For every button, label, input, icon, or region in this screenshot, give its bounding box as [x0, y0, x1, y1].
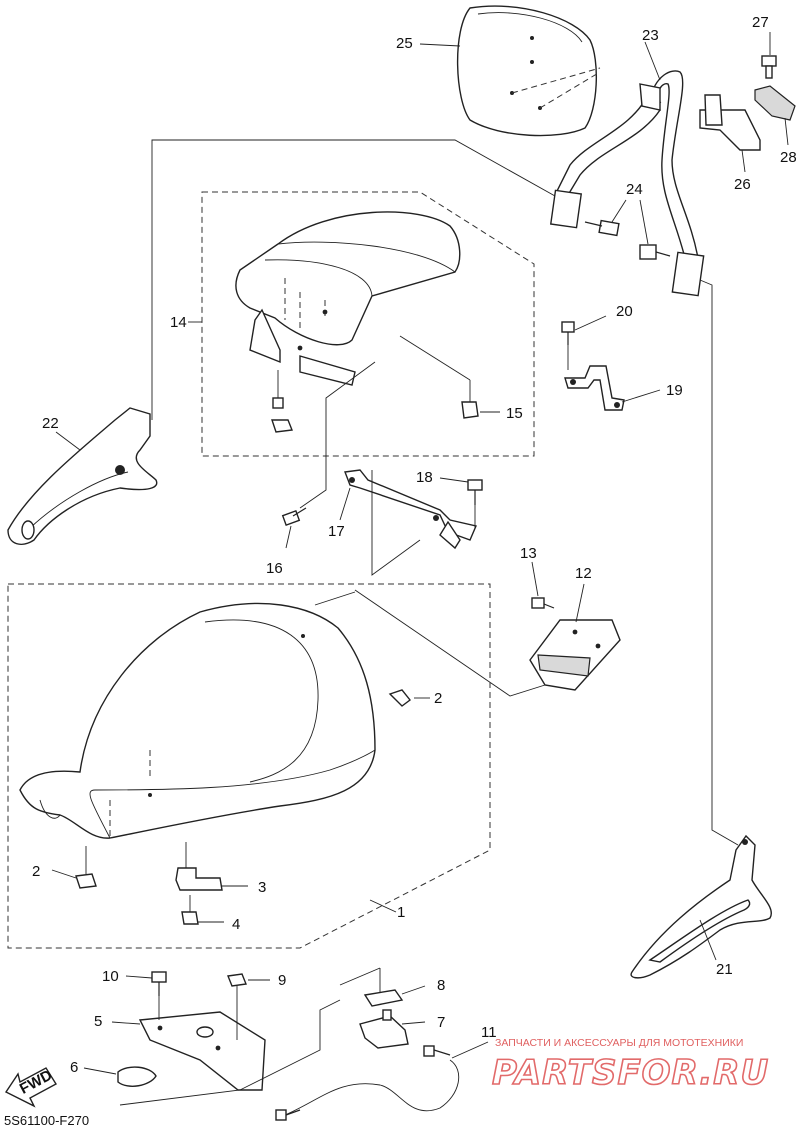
callout-19: 19 — [666, 382, 683, 399]
callout-24: 24 — [626, 181, 643, 198]
callout-leaders — [51, 315, 717, 1059]
callout-10: 10 — [102, 968, 119, 985]
callout-2-lower: 2 — [32, 863, 40, 880]
cable-11 — [275, 1045, 460, 1121]
callout-14: 14 — [170, 314, 187, 331]
bolt-24 — [584, 199, 671, 260]
callout-9: 9 — [278, 972, 286, 989]
rider-seat-hardware — [75, 689, 411, 925]
backrest-pad — [419, 5, 601, 137]
bolt-16 — [281, 361, 376, 526]
diagram-code: 5S61100-F270 — [4, 1113, 89, 1128]
lock-8 — [339, 967, 404, 1007]
lock-assembly-7 — [359, 1009, 409, 1049]
rider-seat-group-box — [7, 583, 491, 949]
callout-25: 25 — [396, 35, 413, 52]
callout-2-upper: 2 — [434, 690, 442, 707]
callout-26: 26 — [734, 176, 751, 193]
callout-1: 1 — [397, 904, 405, 921]
cover-6 — [83, 1066, 157, 1087]
watermark-tagline: ЗАПЧАСТИ И АКСЕССУАРЫ ДЛЯ МОТОТЕХНИКИ — [495, 1037, 743, 1049]
leader-rider-seat — [314, 591, 356, 606]
callout-12: 12 — [575, 565, 592, 582]
callout-23: 23 — [642, 27, 659, 44]
seat-plate-12 — [529, 619, 621, 691]
leader-frame-left — [151, 139, 556, 420]
callout-27: 27 — [752, 14, 769, 31]
callout-20: 20 — [616, 303, 633, 320]
bolt-18 — [467, 479, 483, 528]
leader-lower-hardware — [119, 999, 341, 1106]
callout-11: 11 — [481, 1024, 497, 1041]
leader-frame-right — [699, 279, 739, 846]
passenger-seat-group-box — [201, 191, 535, 457]
callout-labels: 1 2 2 3 4 5 6 7 8 9 10 11 12 13 14 15 16… — [32, 14, 797, 1076]
grab-bar-right — [630, 834, 772, 979]
callout-4: 4 — [232, 916, 240, 933]
watermark: ЗАПЧАСТИ И АКСЕССУАРЫ ДЛЯ МОТОТЕХНИКИ PA… — [491, 1037, 769, 1094]
bolt-13 — [531, 597, 555, 609]
callout-28: 28 — [780, 149, 797, 166]
lock-plate-5 — [138, 1011, 266, 1091]
callout-8: 8 — [437, 977, 445, 994]
leader-bracket-17 — [371, 470, 421, 576]
callout-6: 6 — [70, 1059, 78, 1076]
frame-bracket — [699, 94, 761, 173]
trim-cap — [754, 85, 796, 146]
stay-19 — [564, 365, 625, 411]
callout-5: 5 — [94, 1013, 102, 1030]
callout-18: 18 — [416, 469, 433, 486]
callout-21: 21 — [716, 961, 733, 978]
callout-22: 22 — [42, 415, 59, 432]
rider-seat — [19, 602, 376, 840]
callout-16: 16 — [266, 560, 283, 577]
grab-bar-left — [7, 407, 158, 546]
leader-plate-12 — [354, 589, 546, 697]
callout-15: 15 — [506, 405, 523, 422]
passenger-seat — [235, 211, 461, 386]
passenger-seat-hardware — [271, 335, 479, 433]
callout-3: 3 — [258, 879, 266, 896]
backrest-frame — [549, 41, 705, 297]
callout-17: 17 — [328, 523, 345, 540]
callout-7: 7 — [437, 1014, 445, 1031]
watermark-brand: PARTSFOR.RU — [492, 1053, 769, 1093]
callout-13: 13 — [520, 545, 537, 562]
bolt-20 — [561, 321, 575, 370]
bolt-10 — [151, 971, 167, 1020]
seat-bracket-17 — [344, 469, 477, 550]
nut-9 — [227, 973, 247, 1040]
fwd-arrow-icon: FWD — [4, 1067, 57, 1108]
bolt-27 — [761, 32, 777, 79]
